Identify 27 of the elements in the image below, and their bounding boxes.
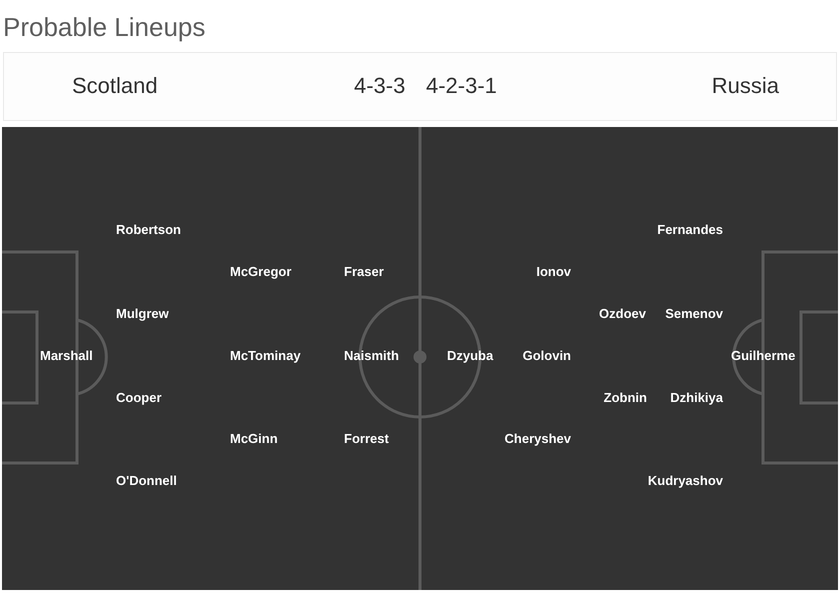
formation-label: 4-2-3-1: [426, 73, 497, 99]
player-name: Kudryashov: [648, 473, 723, 489]
player-name: Cheryshev: [504, 431, 571, 447]
player-name: O'Donnell: [116, 473, 177, 489]
team-name: Scotland: [72, 73, 158, 99]
player-name: Marshall: [40, 348, 93, 364]
player-name: Robertson: [116, 222, 181, 238]
player-name: McGregor: [230, 264, 292, 280]
player-name: McTominay: [230, 348, 301, 364]
player-name: Cooper: [116, 390, 162, 406]
player-name: Dzyuba: [447, 348, 494, 364]
player-name: Ionov: [536, 264, 571, 280]
page-title: Probable Lineups: [3, 12, 206, 42]
player-name: Mulgrew: [116, 306, 169, 322]
player-name: Zobnin: [604, 390, 647, 406]
player-name: Semenov: [665, 306, 723, 322]
player-name: Golovin: [522, 348, 571, 364]
player-name: Fernandes: [657, 222, 723, 238]
team-name: Russia: [712, 73, 779, 99]
player-name: Forrest: [344, 431, 389, 447]
player-name: McGinn: [230, 431, 278, 447]
player-name: Ozdoev: [599, 306, 646, 322]
player-name: Naismith: [344, 348, 399, 364]
player-name: Dzhikiya: [670, 390, 723, 406]
player-name: Guilherme: [731, 348, 796, 364]
player-name: Fraser: [344, 264, 384, 280]
formation-label: 4-3-3: [354, 73, 406, 99]
